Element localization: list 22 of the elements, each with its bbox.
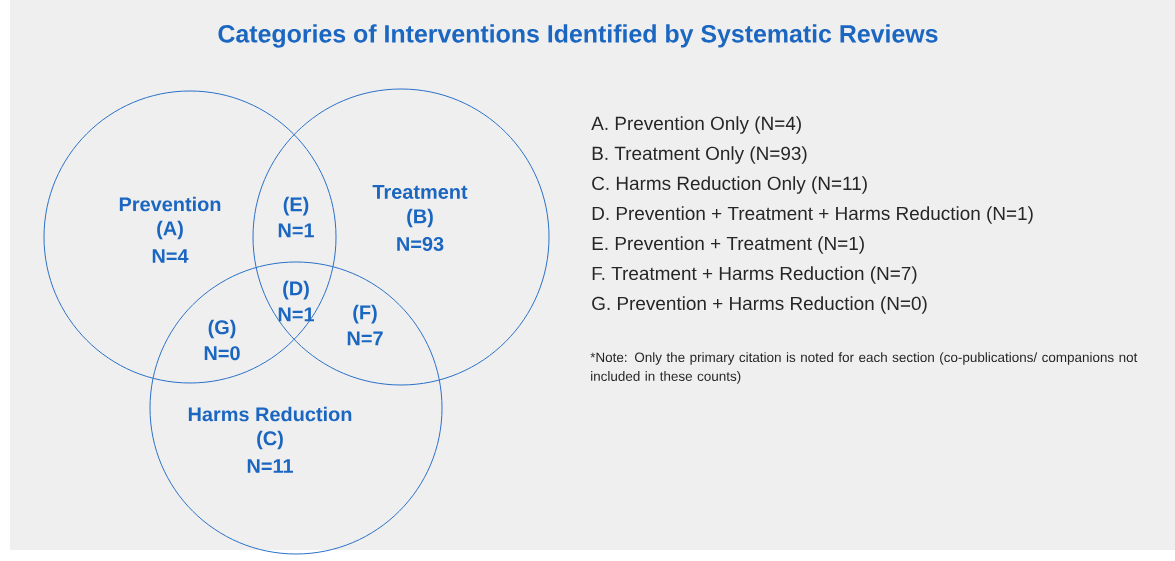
legend-line: G. Prevention + Harms Reduction (N=0)	[592, 296, 927, 314]
legend-line: F. Treatment + Harms Reduction (N=7)	[592, 266, 917, 284]
legend-line: B. Treatment Only (N=93)	[592, 146, 807, 164]
legend-line: A. Prevention Only (N=4)	[591, 116, 801, 134]
set-label: Harms Reduction	[188, 406, 352, 422]
note: *Note: Only the primary citation is noted for each section (co-publications/ companions not included in these counts)	[590, 352, 1138, 384]
title: Categories of Interventions Identified by Systematic Reviews	[218, 24, 938, 48]
region-label: (G) N=0	[204, 319, 240, 361]
set-label: (C)	[257, 430, 283, 450]
set-label: Treatment	[372, 185, 468, 199]
region-label: (D) N=1	[278, 280, 314, 322]
set-label: (B)	[407, 208, 433, 228]
set-label: N=93	[397, 236, 444, 252]
region-label: (E) N=1	[278, 196, 314, 238]
set-label: N=11	[247, 459, 293, 473]
legend-line: D. Prevention + Treatment + Harms Reduction (N=1)	[592, 206, 1033, 224]
region-label: (F) N=7	[347, 304, 383, 346]
set-label: N=4	[152, 249, 189, 263]
set-label: (A)	[157, 220, 183, 240]
legend-line: C. Harms Reduction Only (N=11)	[592, 176, 867, 194]
set-label: Prevention	[119, 196, 221, 212]
legend-line: E. Prevention + Treatment (N=1)	[592, 236, 864, 254]
